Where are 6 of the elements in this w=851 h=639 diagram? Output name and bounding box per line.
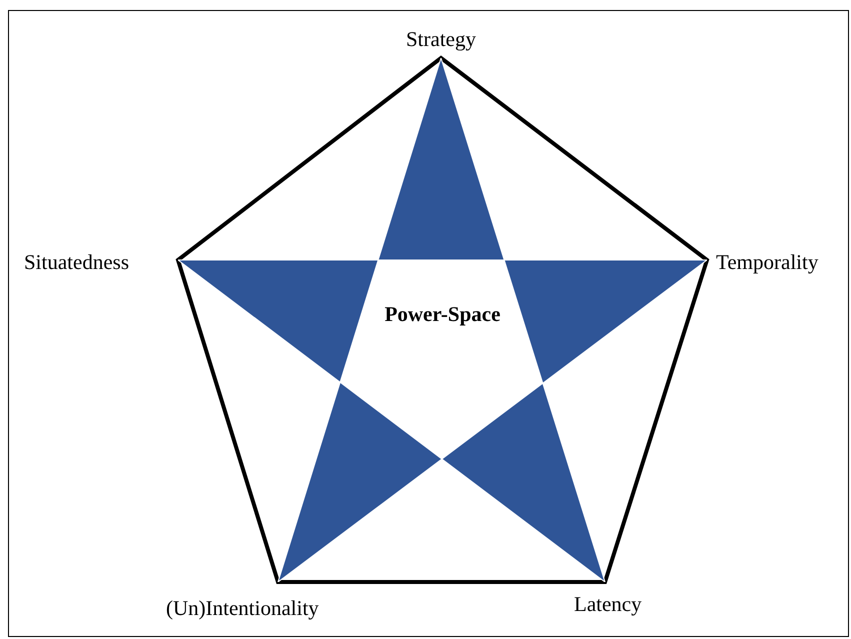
vertex-label: Strategy: [406, 27, 476, 52]
center-title: Power-Space: [384, 302, 500, 326]
vertex-label: (Un)Intentionality: [166, 596, 319, 621]
vertex-label: Temporality: [716, 250, 818, 275]
vertex-label: Situatedness: [24, 250, 129, 275]
vertex-label: Latency: [574, 592, 642, 617]
